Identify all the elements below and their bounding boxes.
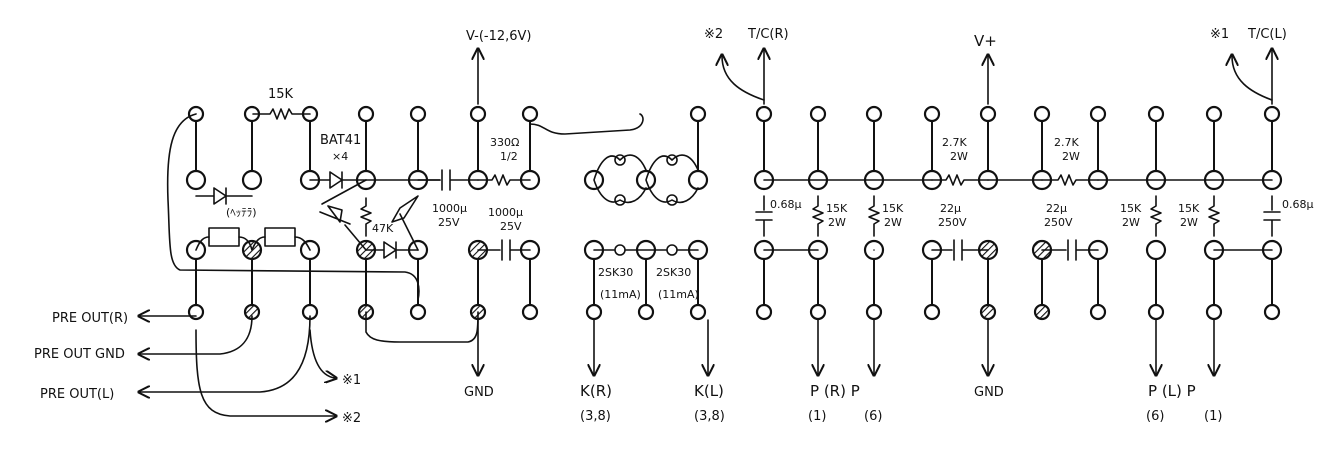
terminal-post xyxy=(357,105,375,123)
terminal-post xyxy=(687,169,709,191)
terminal-post xyxy=(585,303,603,321)
label-cap-1000-b: 1000μ xyxy=(488,206,523,219)
label-r-330-w: 1/2 xyxy=(500,150,518,163)
terminal-post xyxy=(1147,303,1165,321)
label-v-plus: V+ xyxy=(974,32,997,50)
terminal-post xyxy=(637,303,655,321)
label-cap-1000-a-v: 25V xyxy=(438,216,460,229)
terminal-post xyxy=(865,105,883,123)
label-cap-22-b: 22μ xyxy=(1046,202,1067,215)
terminal-post xyxy=(187,303,205,321)
label-fet-l: 2SK30 xyxy=(656,266,691,279)
label-cap-068-r: 0.68μ xyxy=(770,198,802,211)
label-note1: ※1 xyxy=(342,373,361,388)
label-pre-out-l: PRE OUT(L) xyxy=(40,387,114,402)
label-note2-top: ※2 xyxy=(704,27,723,42)
label-p-r-pin1: (1) xyxy=(808,409,826,424)
label-p-r-pin6: (6) xyxy=(864,409,882,424)
terminal-post xyxy=(809,303,827,321)
terminal-post xyxy=(1147,105,1165,123)
label-r-15k-2w-b-w: 2W xyxy=(884,216,902,229)
label-v-minus: V-(-12,6V) xyxy=(466,29,532,44)
terminal-post xyxy=(521,105,539,123)
label-cap-1000-b-v: 25V xyxy=(500,220,522,233)
label-r-27k-a-w: 2W xyxy=(950,150,968,163)
terminal-post xyxy=(1145,239,1167,261)
terminal-post xyxy=(1263,105,1281,123)
label-r-15k-2w-c-w: 2W xyxy=(1122,216,1140,229)
label-r-27k-a: 2.7K xyxy=(942,136,967,149)
label-gnd-b: GND xyxy=(974,385,1004,400)
label-fet-r-i: (11mA) xyxy=(600,288,641,301)
terminal-post xyxy=(755,303,773,321)
terminal-post xyxy=(1089,303,1107,321)
label-p-l: P (L) P xyxy=(1148,382,1196,400)
label-note1-top: ※1 xyxy=(1210,27,1229,42)
label-k-r-pins: (3,8) xyxy=(580,409,611,424)
label-r-47k: 47K xyxy=(372,222,394,235)
label-cap-068-l: 0.68μ xyxy=(1282,198,1314,211)
terminal-post xyxy=(185,169,207,191)
terminal-post xyxy=(689,303,707,321)
label-p-l-pin6: (6) xyxy=(1146,409,1164,424)
label-pre-out-gnd: PRE OUT GND xyxy=(34,347,125,362)
label-tc-l: T/C(L) xyxy=(1247,27,1287,42)
terminal-post xyxy=(469,105,487,123)
label-r-330: 330Ω xyxy=(490,136,519,149)
terminal-post xyxy=(1263,303,1281,321)
label-gnd-a: GND xyxy=(464,385,494,400)
label-fet-r: 2SK30 xyxy=(598,266,633,279)
label-k-l-pins: (3,8) xyxy=(694,409,725,424)
terminal-post xyxy=(1033,303,1051,321)
terminal-post xyxy=(521,303,539,321)
label-p-l-pin1: (1) xyxy=(1204,409,1222,424)
terminal-post xyxy=(409,105,427,123)
label-diode: BAT41 xyxy=(320,133,361,148)
label-k-r: K(R) xyxy=(580,382,612,400)
label-pre-out-r: PRE OUT(R) xyxy=(52,311,128,326)
label-r-15k: 15K xyxy=(268,87,294,102)
label-r-15k-2w-a-w: 2W xyxy=(828,216,846,229)
terminal-post xyxy=(755,105,773,123)
label-cap-22-a: 22μ xyxy=(940,202,961,215)
label-diode-count: ×4 xyxy=(332,150,348,163)
label-fet-l-i: (11mA) xyxy=(658,288,699,301)
terminal-post xyxy=(241,169,263,191)
label-r-15k-2w-a: 15K xyxy=(826,202,848,215)
terminal-post xyxy=(1205,105,1223,123)
label-cap-22-b-v: 250V xyxy=(1044,216,1073,229)
label-r-15k-2w-c: 15K xyxy=(1120,202,1142,215)
terminal-post xyxy=(1033,105,1051,123)
label-r-27k-b: 2.7K xyxy=(1054,136,1079,149)
terminal-post xyxy=(923,105,941,123)
label-tc-r: T/C(R) xyxy=(747,27,789,42)
terminal-post xyxy=(1089,105,1107,123)
terminal-post xyxy=(409,303,427,321)
terminal-strips xyxy=(185,105,1283,321)
wiring xyxy=(140,50,1281,416)
terminal-post xyxy=(689,105,707,123)
label-p-r: P (R) P xyxy=(810,382,860,400)
label-note2: ※2 xyxy=(342,411,361,426)
terminal-post xyxy=(979,303,997,321)
label-cap-1000-a: 1000μ xyxy=(432,202,467,215)
label-note-left: (ﾍｯﾃﾗ) xyxy=(226,206,257,219)
label-r-27k-b-w: 2W xyxy=(1062,150,1080,163)
terminal-post xyxy=(1205,303,1223,321)
label-k-l: K(L) xyxy=(694,382,724,400)
label-cap-22-a-v: 250V xyxy=(938,216,967,229)
label-r-15k-2w-b: 15K xyxy=(882,202,904,215)
terminal-post xyxy=(865,303,883,321)
label-r-15k-2w-d: 15K xyxy=(1178,202,1200,215)
label-r-15k-2w-d-w: 2W xyxy=(1180,216,1198,229)
terminal-post xyxy=(923,303,941,321)
terminal-post xyxy=(979,105,997,123)
terminal-post xyxy=(809,105,827,123)
